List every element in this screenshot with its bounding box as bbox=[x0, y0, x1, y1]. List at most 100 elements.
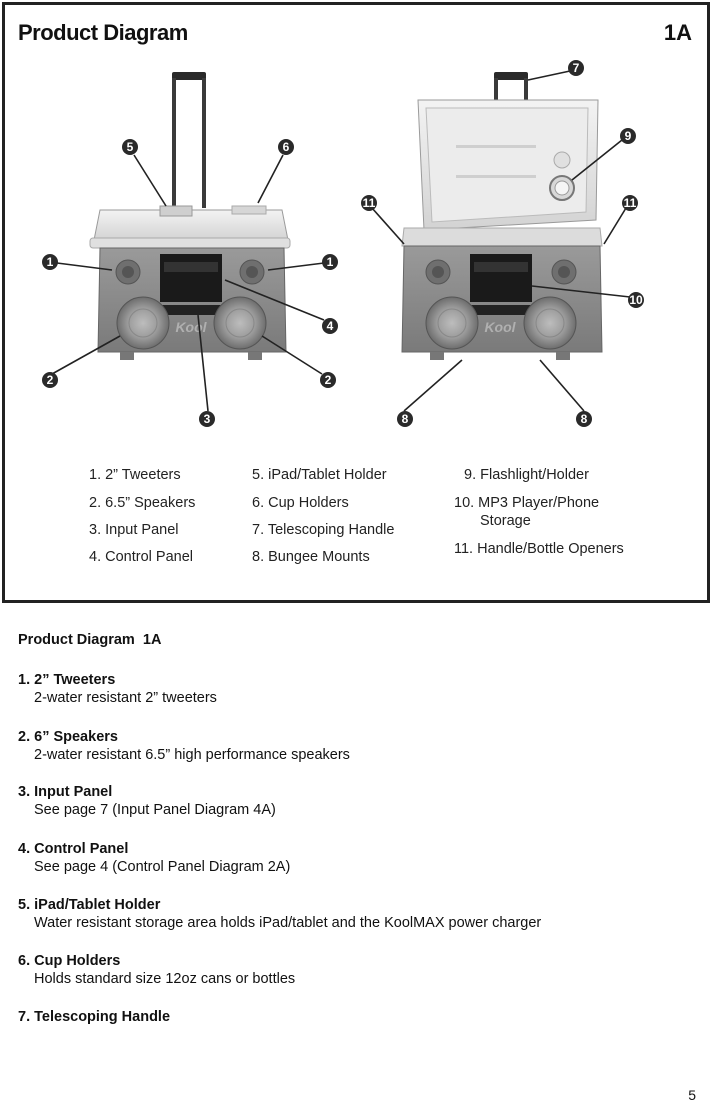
callout-4: 4 bbox=[322, 318, 338, 334]
handle-rail-left bbox=[172, 78, 176, 208]
part-title: Cup Holders bbox=[34, 953, 121, 969]
part-item: 7. Telescoping Handle bbox=[18, 1009, 170, 1025]
part-item: 6. Cup Holders Holds standard size 12oz … bbox=[18, 953, 295, 987]
legend-item: 1. 2” Tweeters bbox=[89, 467, 181, 483]
svg-text:3: 3 bbox=[204, 412, 211, 426]
legend-item: 9. Flashlight/Holder bbox=[464, 467, 589, 483]
input-panel bbox=[470, 305, 532, 315]
part-desc: 2-water resistant 2” tweeters bbox=[34, 690, 217, 706]
callout-8-left: 8 bbox=[397, 411, 413, 427]
callout-6: 6 bbox=[278, 139, 294, 155]
part-desc: 2-water resistant 6.5” high performance … bbox=[34, 747, 350, 763]
legend-item: 5. iPad/Tablet Holder bbox=[252, 467, 387, 483]
callout-5: 5 bbox=[122, 139, 138, 155]
part-title: Telescoping Handle bbox=[34, 1009, 171, 1025]
part-desc: Holds standard size 12oz cans or bottles bbox=[34, 971, 296, 987]
callout-7: 7 bbox=[568, 60, 584, 76]
part-item: 2. 6” Speakers 2-water resistant 6.5” hi… bbox=[18, 729, 350, 763]
doc-heading: Product Diagram 1A bbox=[18, 632, 162, 648]
callout-8-right: 8 bbox=[576, 411, 592, 427]
legend: 1. 2” Tweeters 2. 6.5” Speakers 3. Input… bbox=[89, 467, 624, 565]
svg-text:11: 11 bbox=[624, 196, 637, 210]
svg-text:11: 11 bbox=[363, 196, 376, 210]
cooler-rim bbox=[401, 227, 603, 247]
input-panel bbox=[160, 305, 222, 315]
legend-item: 4. Control Panel bbox=[89, 549, 193, 565]
foot bbox=[120, 352, 134, 360]
callout-10: 10 bbox=[628, 292, 644, 308]
handle-grip bbox=[172, 72, 206, 80]
handle-rail-right bbox=[202, 78, 206, 208]
callout-1-right: 1 bbox=[322, 254, 338, 270]
speaker-right bbox=[213, 296, 267, 350]
svg-text:2: 2 bbox=[325, 373, 332, 387]
svg-text:5: 5 bbox=[127, 140, 134, 154]
handle-grip bbox=[494, 72, 528, 80]
part-number: 7. bbox=[18, 1009, 31, 1025]
legend-item-continued: Storage bbox=[480, 513, 531, 529]
svg-text:7: 7 bbox=[573, 61, 580, 75]
part-item: 3. Input Panel See page 7 (Input Panel D… bbox=[18, 784, 276, 818]
callout-11-left: 11 bbox=[361, 195, 377, 211]
product-logo: Kool bbox=[484, 319, 516, 335]
svg-text:9: 9 bbox=[625, 129, 632, 143]
callout-2-left: 2 bbox=[42, 372, 58, 388]
callout-9: 9 bbox=[620, 128, 636, 144]
part-number: 1. bbox=[18, 672, 31, 688]
svg-text:8: 8 bbox=[581, 412, 588, 426]
svg-text:10: 10 bbox=[629, 293, 643, 307]
part-number: 2. bbox=[18, 729, 31, 745]
tablet-holder-cover bbox=[159, 205, 193, 217]
cooler-open: Kool bbox=[401, 72, 603, 360]
svg-text:4: 4 bbox=[327, 319, 334, 333]
svg-text:2: 2 bbox=[47, 373, 54, 387]
part-number: 5. bbox=[18, 897, 31, 913]
figure-title: Product Diagram bbox=[18, 20, 188, 45]
part-desc: Water resistant storage area holds iPad/… bbox=[34, 915, 542, 931]
page-number: 5 bbox=[688, 1087, 696, 1103]
part-number: 4. bbox=[18, 841, 31, 857]
cup-holder bbox=[231, 205, 267, 215]
foot bbox=[248, 352, 262, 360]
part-title: iPad/Tablet Holder bbox=[34, 897, 161, 913]
legend-item: 2. 6.5” Speakers bbox=[89, 495, 196, 511]
legend-item: 7. Telescoping Handle bbox=[252, 522, 395, 538]
foot bbox=[430, 352, 444, 360]
part-number: 6. bbox=[18, 953, 31, 969]
legend-item: 8. Bungee Mounts bbox=[252, 549, 370, 565]
svg-text:1: 1 bbox=[47, 255, 54, 269]
figure-id: 1A bbox=[663, 20, 692, 45]
part-number: 3. bbox=[18, 784, 31, 800]
speaker-right bbox=[523, 296, 577, 350]
part-desc: See page 7 (Input Panel Diagram 4A) bbox=[34, 802, 276, 818]
speaker-left bbox=[425, 296, 479, 350]
product-diagram: Kool Kool bbox=[42, 60, 644, 427]
foot bbox=[556, 352, 570, 360]
svg-text:8: 8 bbox=[402, 412, 409, 426]
legend-item: 3. Input Panel bbox=[89, 522, 179, 538]
part-desc: See page 4 (Control Panel Diagram 2A) bbox=[34, 859, 291, 875]
callouts: 1 1 2 2 3 4 5 6 7 8 8 9 10 11 11 bbox=[42, 60, 644, 427]
speaker-left bbox=[116, 296, 170, 350]
control-display bbox=[164, 262, 218, 272]
leader-lines bbox=[51, 70, 631, 412]
phone-storage bbox=[553, 151, 571, 169]
legend-item: 6. Cup Holders bbox=[252, 495, 349, 511]
part-item: 4. Control Panel See page 4 (Control Pan… bbox=[18, 841, 290, 875]
callout-11-right: 11 bbox=[622, 195, 638, 211]
part-title: 6” Speakers bbox=[34, 729, 118, 745]
part-item: 1. 2” Tweeters 2-water resistant 2” twee… bbox=[18, 672, 217, 706]
svg-text:1: 1 bbox=[327, 255, 334, 269]
figure-frame bbox=[2, 2, 710, 603]
part-title: Input Panel bbox=[34, 784, 113, 800]
cooler-closed: Kool bbox=[89, 72, 291, 360]
callout-3: 3 bbox=[199, 411, 215, 427]
callout-2-right: 2 bbox=[320, 372, 336, 388]
part-item: 5. iPad/Tablet Holder Water resistant st… bbox=[18, 897, 541, 931]
callout-1-left: 1 bbox=[42, 254, 58, 270]
legend-item: 10. MP3 Player/Phone bbox=[454, 495, 600, 511]
svg-text:6: 6 bbox=[283, 140, 290, 154]
part-title: Control Panel bbox=[34, 841, 129, 857]
legend-item: 11. Handle/Bottle Openers bbox=[454, 541, 624, 557]
part-title: 2” Tweeters bbox=[34, 672, 116, 688]
